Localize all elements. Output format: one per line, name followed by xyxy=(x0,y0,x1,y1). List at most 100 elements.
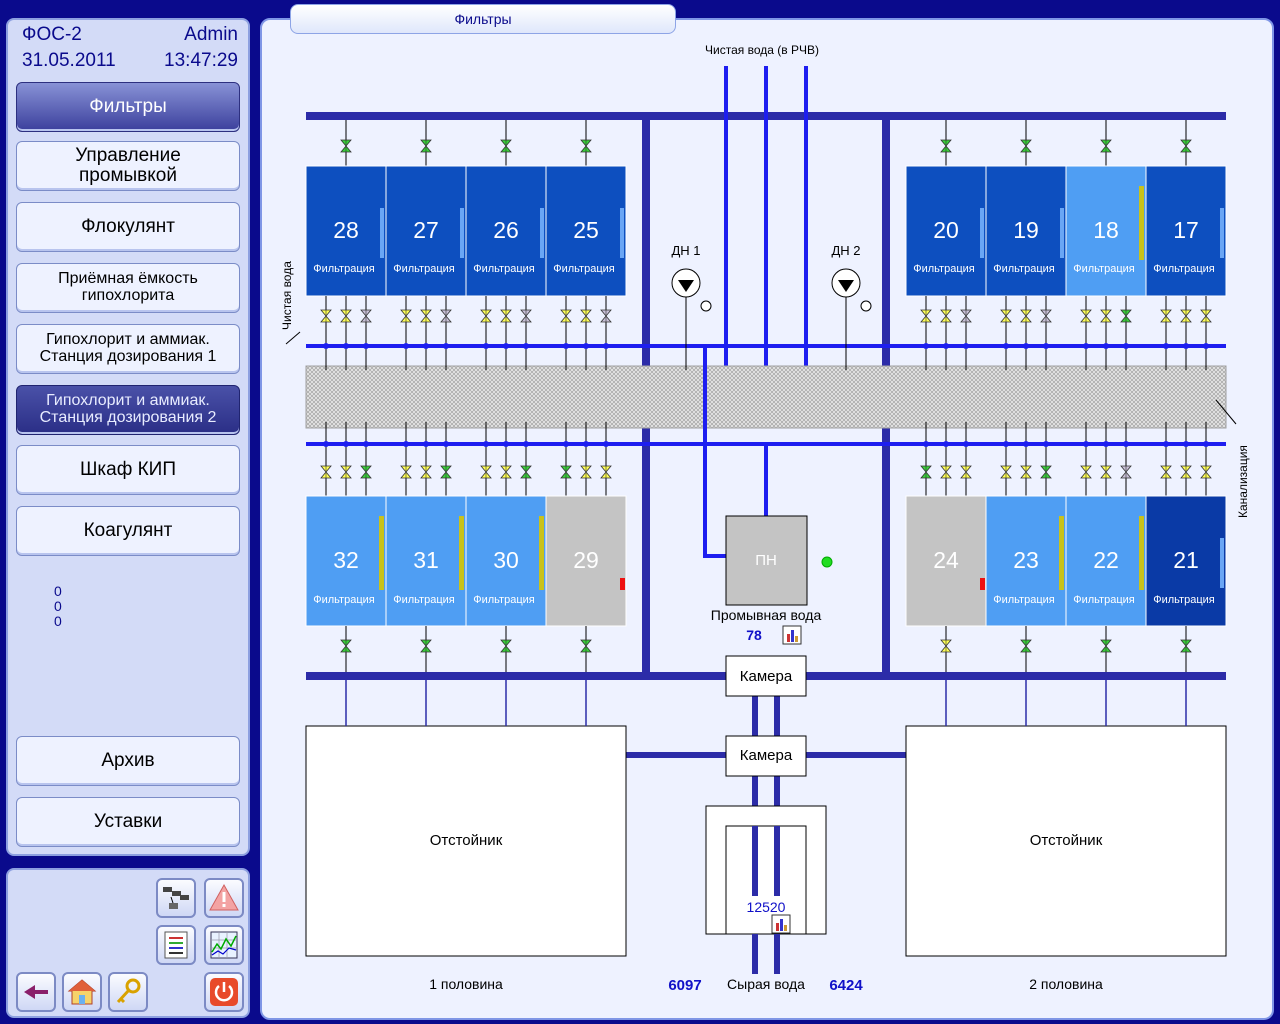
back-button[interactable] xyxy=(16,972,56,1012)
shutdown-button[interactable] xyxy=(204,972,244,1012)
valve-24-1[interactable] xyxy=(920,465,932,479)
settler-2[interactable] xyxy=(905,725,1227,957)
valve-top-20[interactable] xyxy=(940,139,952,153)
valve-18-1[interactable] xyxy=(1080,309,1092,323)
wash-trend-icon[interactable] xyxy=(782,625,802,645)
valve-27-2[interactable] xyxy=(420,309,432,323)
nav-wash-control[interactable]: Управление промывкой xyxy=(16,141,240,191)
valve-22-2[interactable] xyxy=(1100,465,1112,479)
valve-24-3[interactable] xyxy=(960,465,972,479)
valve-21-1[interactable] xyxy=(1160,465,1172,479)
valve-26-2[interactable] xyxy=(500,309,512,323)
valve-20-3[interactable] xyxy=(960,309,972,323)
nav-dosing-station-1[interactable]: Гипохлорит и аммиак. Станция дозирования… xyxy=(16,324,240,374)
valve-19-1[interactable] xyxy=(1000,309,1012,323)
nav-archive[interactable]: Архив xyxy=(16,736,240,786)
trends-button[interactable] xyxy=(204,925,244,965)
valve-26-3[interactable] xyxy=(520,309,532,323)
valve-bottom-32[interactable] xyxy=(340,639,352,653)
nav-coagulant[interactable]: Коагулянт xyxy=(16,506,240,556)
pump-pn[interactable] xyxy=(725,515,808,606)
valve-30-1[interactable] xyxy=(480,465,492,479)
valve-top-25[interactable] xyxy=(580,139,592,153)
settler-1[interactable] xyxy=(305,725,627,957)
valve-28-3[interactable] xyxy=(360,309,372,323)
valve-31-3[interactable] xyxy=(440,465,452,479)
login-button[interactable] xyxy=(108,972,148,1012)
valve-30-2[interactable] xyxy=(500,465,512,479)
valve-32-3[interactable] xyxy=(360,465,372,479)
valve-32-2[interactable] xyxy=(340,465,352,479)
nav-hypochlorite-tank[interactable]: Приёмная ёмкость гипохлорита xyxy=(16,263,240,313)
valve-23-3[interactable] xyxy=(1040,465,1052,479)
valve-19-2[interactable] xyxy=(1020,309,1032,323)
valve-top-28[interactable] xyxy=(340,139,352,153)
valve-17-2[interactable] xyxy=(1180,309,1192,323)
valve-bottom-21[interactable] xyxy=(1180,639,1192,653)
valve-29-1[interactable] xyxy=(560,465,572,479)
event-log-button[interactable] xyxy=(156,925,196,965)
valve-bottom-22[interactable] xyxy=(1100,639,1112,653)
valve-25-3[interactable] xyxy=(600,309,612,323)
nav-dosing-station-2[interactable]: Гипохлорит и аммиак. Станция дозирования… xyxy=(16,385,240,435)
home-button[interactable] xyxy=(62,972,102,1012)
valve-29-3[interactable] xyxy=(600,465,612,479)
camera-upper[interactable] xyxy=(725,655,807,697)
valve-25-1[interactable] xyxy=(560,309,572,323)
valve-bottom-23[interactable] xyxy=(1020,639,1032,653)
valve-bottom-31[interactable] xyxy=(420,639,432,653)
valve-24-2[interactable] xyxy=(940,465,952,479)
nav-flocculant[interactable]: Флокулянт xyxy=(16,202,240,252)
raw-trend-icon[interactable] xyxy=(771,914,791,934)
camera-lower[interactable] xyxy=(725,735,807,777)
valve-bottom-30[interactable] xyxy=(500,639,512,653)
valve-top-27[interactable] xyxy=(420,139,432,153)
valve-31-1[interactable] xyxy=(400,465,412,479)
valve-top-19[interactable] xyxy=(1020,139,1032,153)
valve-22-1[interactable] xyxy=(1080,465,1092,479)
valve-top-17[interactable] xyxy=(1180,139,1192,153)
valve-bottom-24[interactable] xyxy=(940,639,952,653)
valve-17-3[interactable] xyxy=(1200,309,1212,323)
valve-21-2[interactable] xyxy=(1180,465,1192,479)
valve-27-1[interactable] xyxy=(400,309,412,323)
valve-26-1[interactable] xyxy=(480,309,492,323)
valve-22-3[interactable] xyxy=(1120,465,1132,479)
valve-17-1[interactable] xyxy=(1160,309,1172,323)
filter-24[interactable]: 24 xyxy=(905,495,987,627)
valve-23-2[interactable] xyxy=(1020,465,1032,479)
valve-23-1[interactable] xyxy=(1000,465,1012,479)
filter-29[interactable]: 29 xyxy=(545,495,627,627)
valve-20-2[interactable] xyxy=(940,309,952,323)
valve-29-2[interactable] xyxy=(580,465,592,479)
alarm-button[interactable] xyxy=(204,878,244,918)
valve-28-1[interactable] xyxy=(320,309,332,323)
nav-kip-cabinet[interactable]: Шкаф КИП xyxy=(16,445,240,495)
valve-27-3[interactable] xyxy=(440,309,452,323)
valve-25-2[interactable] xyxy=(580,309,592,323)
valve-20-1[interactable] xyxy=(920,309,932,323)
valve-19-3[interactable] xyxy=(1040,309,1052,323)
valve-bottom-29[interactable] xyxy=(580,639,592,653)
valve-top-26[interactable] xyxy=(500,139,512,153)
nav-filters[interactable]: Фильтры xyxy=(16,82,240,132)
valve-21-3[interactable] xyxy=(1200,465,1212,479)
valve-28-2[interactable] xyxy=(340,309,352,323)
valve-18-3[interactable] xyxy=(1120,309,1132,323)
valve-top-18[interactable] xyxy=(1100,139,1112,153)
valve-31-2[interactable] xyxy=(420,465,432,479)
